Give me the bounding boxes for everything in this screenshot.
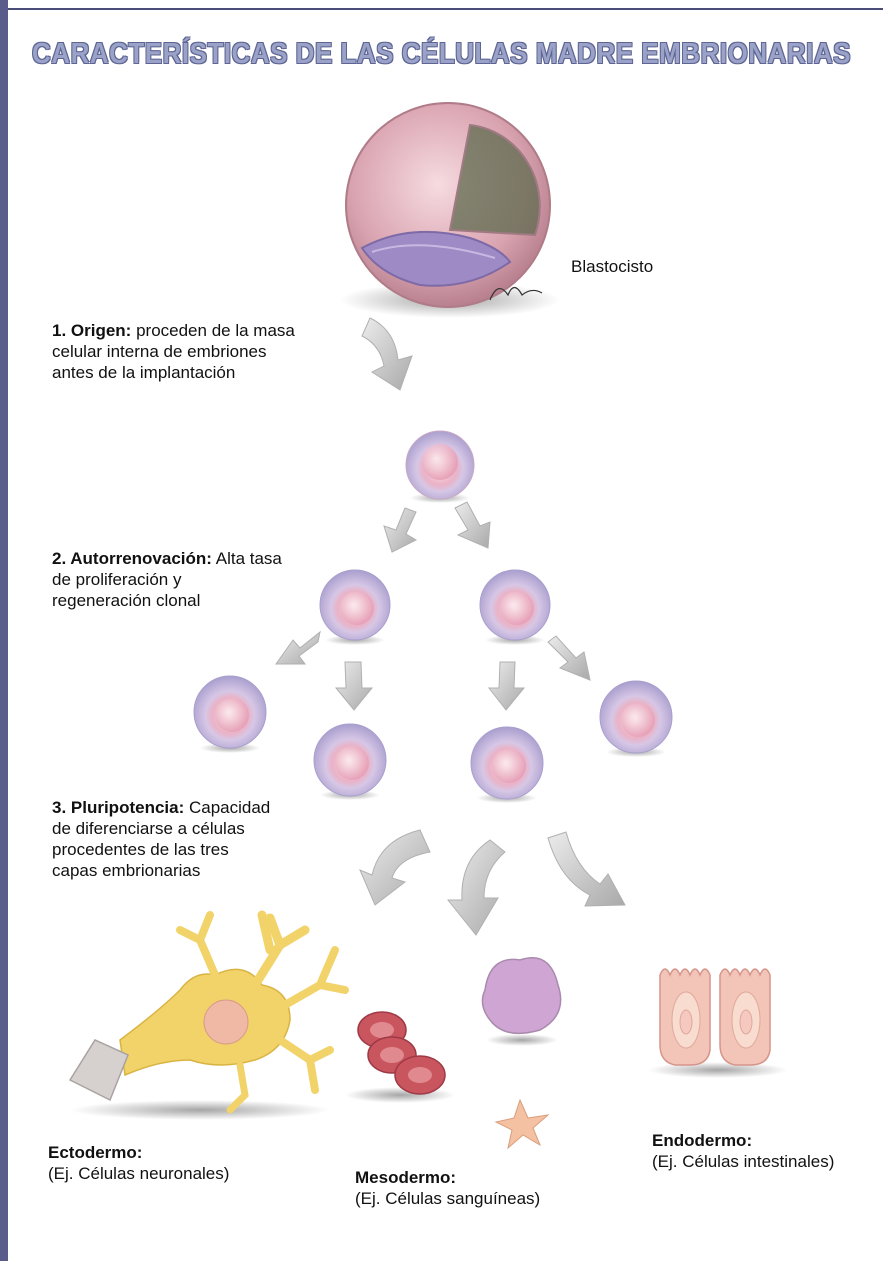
ectoderm-name: Ectodermo: [48, 1143, 142, 1162]
step-3-line-2: de diferenciarse a células [52, 818, 352, 839]
step-2-heading: 2. Autorrenovación: [52, 549, 212, 568]
step-3-line-1: Capacidad [184, 798, 270, 817]
step-1-line-2: celular interna de embriones [52, 341, 352, 362]
blastocyst-label: Blastocisto [571, 256, 653, 277]
intestinal-cells-illustration [648, 969, 788, 1078]
blood-cells-illustration [345, 958, 561, 1148]
mesoderm-name: Mesodermo: [355, 1168, 456, 1187]
step-1-origin: 1. Origen: proceden de la masa celular i… [52, 320, 352, 383]
ectoderm-example: (Ej. Células neuronales) [48, 1163, 229, 1184]
endoderm-example: (Ej. Células intestinales) [652, 1151, 834, 1172]
blastocyst-illustration [340, 103, 560, 318]
step-3-line-4: capas embrionarias [52, 860, 352, 881]
step-2-line-2: de proliferación y [52, 569, 352, 590]
step-2-self-renewal: 2. Autorrenovación: Alta tasa de prolife… [52, 548, 352, 611]
stem-cells [194, 431, 672, 803]
endoderm-name: Endodermo: [652, 1131, 752, 1150]
step-2-line-3: regeneración clonal [52, 590, 352, 611]
step-2-line-1: Alta tasa [212, 549, 282, 568]
mesoderm-label: Mesodermo: (Ej. Células sanguíneas) [355, 1167, 540, 1209]
ectoderm-label: Ectodermo: (Ej. Células neuronales) [48, 1142, 229, 1184]
step-3-heading: 3. Pluripotencia: [52, 798, 184, 817]
step-3-line-3: procedentes de las tres [52, 839, 352, 860]
endoderm-label: Endodermo: (Ej. Células intestinales) [652, 1130, 834, 1172]
step-3-pluripotency: 3. Pluripotencia: Capacidad de diferenci… [52, 797, 352, 881]
mesoderm-example: (Ej. Células sanguíneas) [355, 1188, 540, 1209]
step-1-line-1: proceden de la masa [131, 321, 295, 340]
step-1-heading: 1. Origen: [52, 321, 131, 340]
step-1-line-3: antes de la implantación [52, 362, 352, 383]
neuron-illustration [70, 915, 345, 1120]
